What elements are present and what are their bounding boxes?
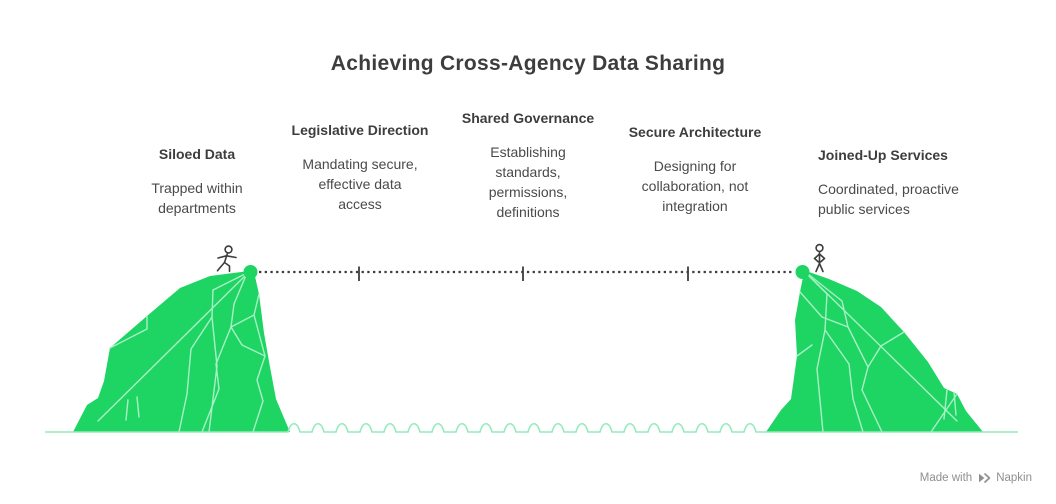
stage-legislative-direction: Legislative Direction Mandating secure, … [275,123,445,214]
stage-label: Joined-Up Services [818,147,948,163]
stage-label: Siloed Data [158,146,236,162]
napkin-brand-text: Napkin [996,472,1032,484]
stage-description: Coordinated, proactive public services [818,181,959,217]
stage-label: Secure Architecture [628,124,762,140]
stage-description: Mandating secure, effective data access [302,156,418,212]
bridge-start-dot [243,265,258,279]
ground-line [45,422,1018,433]
standing-person-icon [813,243,826,273]
napkin-logo-icon [979,473,991,483]
stage-siloed-data: Siloed Data Trapped within departments [112,147,282,218]
diagram-title: Achieving Cross-Agency Data Sharing [330,52,726,75]
made-with-text: Made with [919,472,973,484]
stage-shared-governance: Shared Governance Establishing standards… [443,111,613,222]
stage-joined-up-services: Joined-Up Services Coordinated, proactiv… [818,148,1003,219]
stage-description: Designing for collaboration, not integra… [641,158,749,214]
bridge-end-dot [795,265,810,279]
walking-person-icon [216,245,237,273]
stage-description: Trapped within departments [151,180,243,216]
stage-secure-architecture: Secure Architecture Designing for collab… [610,125,780,216]
left-cliff [73,271,290,433]
right-cliff [766,272,983,433]
stage-label: Legislative Direction [291,122,429,138]
napkin-credit: Made with Napkin [920,472,1032,484]
stage-description: Establishing standards, permissions, def… [488,144,568,220]
stage-label: Shared Governance [461,110,595,126]
